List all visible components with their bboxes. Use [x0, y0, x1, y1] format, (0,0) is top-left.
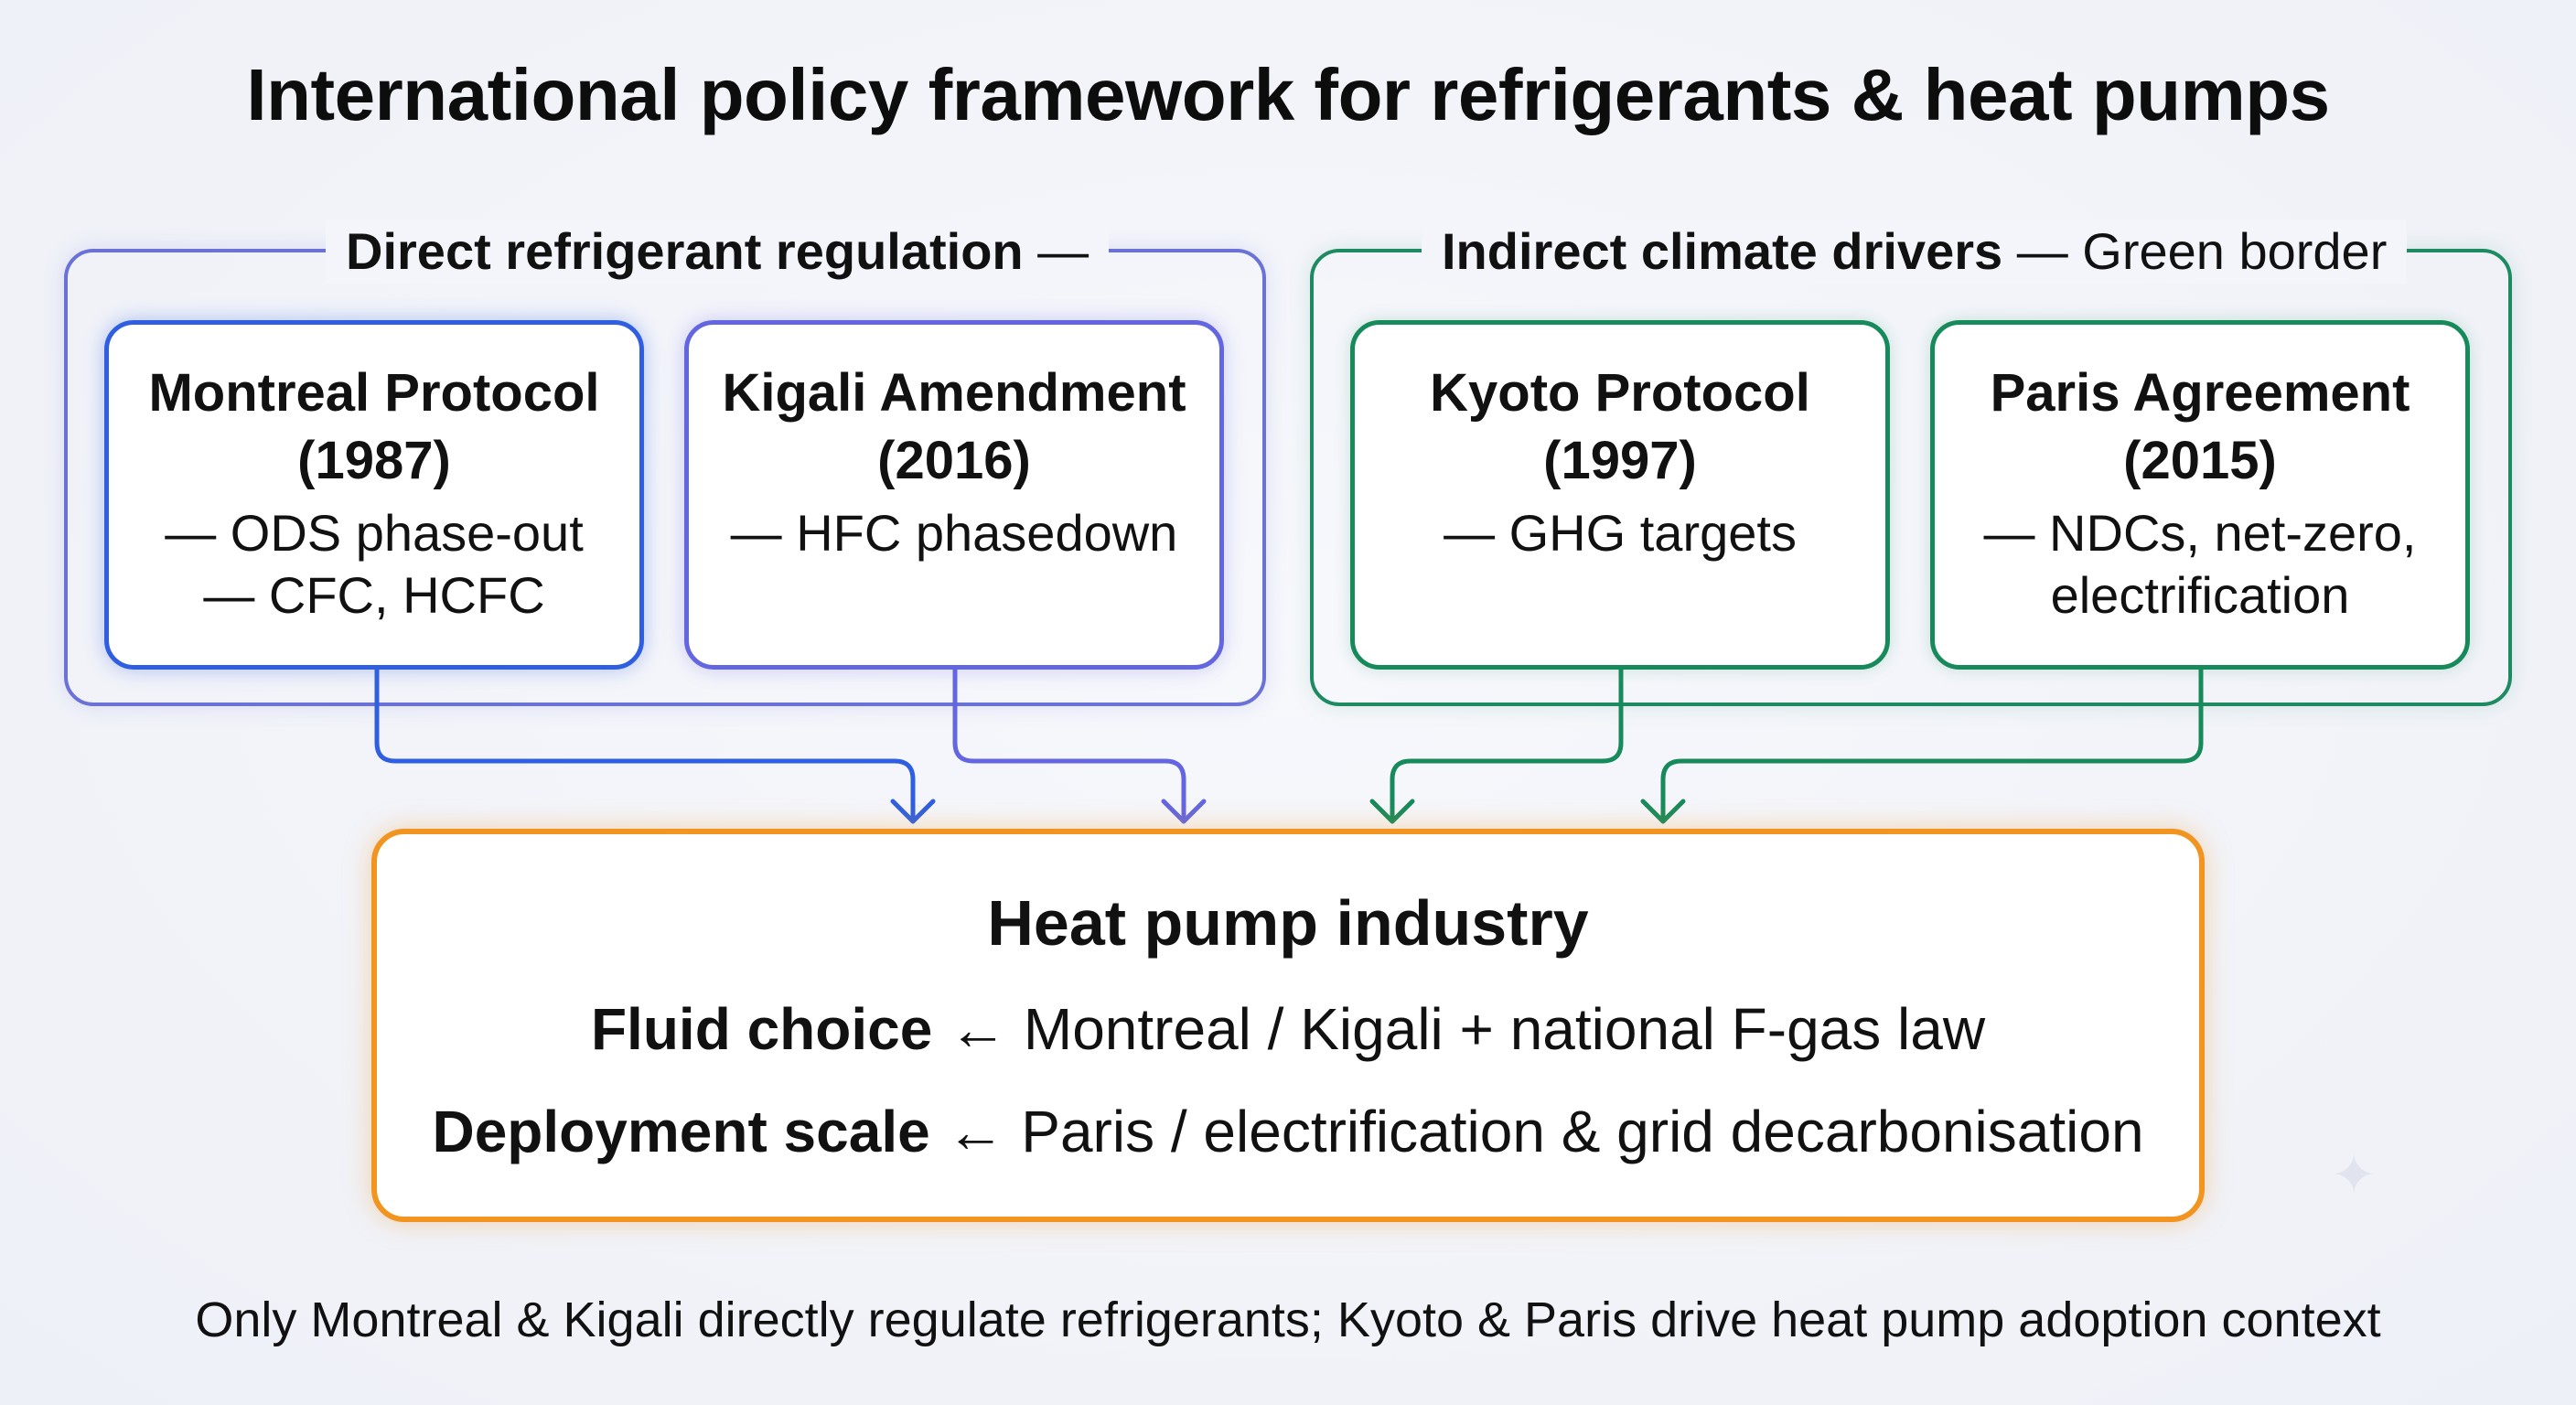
heat-pump-industry-box: Heat pump industry Fluid choice ← Montre… — [371, 829, 2205, 1222]
deployment-scale-line: Deployment scale ← Paris / electrificati… — [377, 1092, 2199, 1171]
direct-regulation-label-strong: Direct refrigerant regulation — [346, 222, 1024, 280]
direct-regulation-group: Direct refrigerant regulation — — [64, 220, 1266, 706]
fluid-choice-label: Fluid choice — [590, 996, 933, 1062]
deployment-scale-text: ← Paris / electrification & grid decarbo… — [929, 1099, 2144, 1164]
montreal-protocol-card: Montreal Protocol (1987) — ODS phase-out… — [104, 320, 644, 670]
paris-agreement-card: Paris Agreement (2015) — NDCs, net-zero,… — [1930, 320, 2470, 670]
paris-name: Paris Agreement — [1990, 363, 2410, 423]
montreal-name: Montreal Protocol — [148, 363, 600, 423]
direct-regulation-label: Direct refrigerant regulation — — [326, 220, 1110, 284]
diagram-title: International policy framework for refri… — [246, 54, 2330, 135]
arrowhead-paris — [1640, 799, 1686, 824]
montreal-year: (1987) — [297, 431, 451, 490]
paris-desc-1: — NDCs, net-zero, — [1983, 504, 2417, 562]
deployment-scale-label: Deployment scale — [432, 1099, 930, 1164]
kigali-name: Kigali Amendment — [722, 363, 1186, 423]
kyoto-name: Kyoto Protocol — [1430, 363, 1810, 423]
indirect-drivers-label: Indirect climate drivers — Green border — [1422, 220, 2408, 284]
kyoto-desc-1: — GHG targets — [1444, 504, 1797, 562]
kyoto-protocol-card: Kyoto Protocol (1997) — GHG targets — [1350, 320, 1890, 670]
fluid-choice-line: Fluid choice ← Montreal / Kigali + natio… — [377, 990, 2199, 1068]
paris-year: (2015) — [2123, 431, 2277, 490]
kigali-amendment-card: Kigali Amendment (2016) — HFC phasedown — [684, 320, 1224, 670]
sparkle-icon: ✦ — [2331, 1144, 2377, 1206]
industry-title: Heat pump industry — [987, 887, 1589, 959]
kigali-year: (2016) — [877, 431, 1031, 490]
kyoto-year: (1997) — [1543, 431, 1697, 490]
arrowhead-kyoto — [1369, 799, 1415, 824]
arrowhead-montreal — [890, 799, 936, 824]
footer-note: Only Montreal & Kigali directly regulate… — [195, 1292, 2381, 1347]
montreal-desc-1: — ODS phase-out — [165, 504, 584, 562]
fluid-choice-text: ← Montreal / Kigali + national F-gas law — [932, 996, 1986, 1062]
kigali-desc-1: — HFC phasedown — [730, 504, 1178, 562]
montreal-desc-2: — CFC, HCFC — [203, 566, 545, 624]
direct-regulation-label-rest: — — [1023, 222, 1089, 280]
indirect-drivers-label-rest: — Green border — [2002, 222, 2388, 280]
arrowhead-kigali — [1161, 799, 1207, 824]
paris-desc-2: electrification — [2050, 566, 2350, 624]
indirect-drivers-label-strong: Indirect climate drivers — [1442, 222, 2003, 280]
